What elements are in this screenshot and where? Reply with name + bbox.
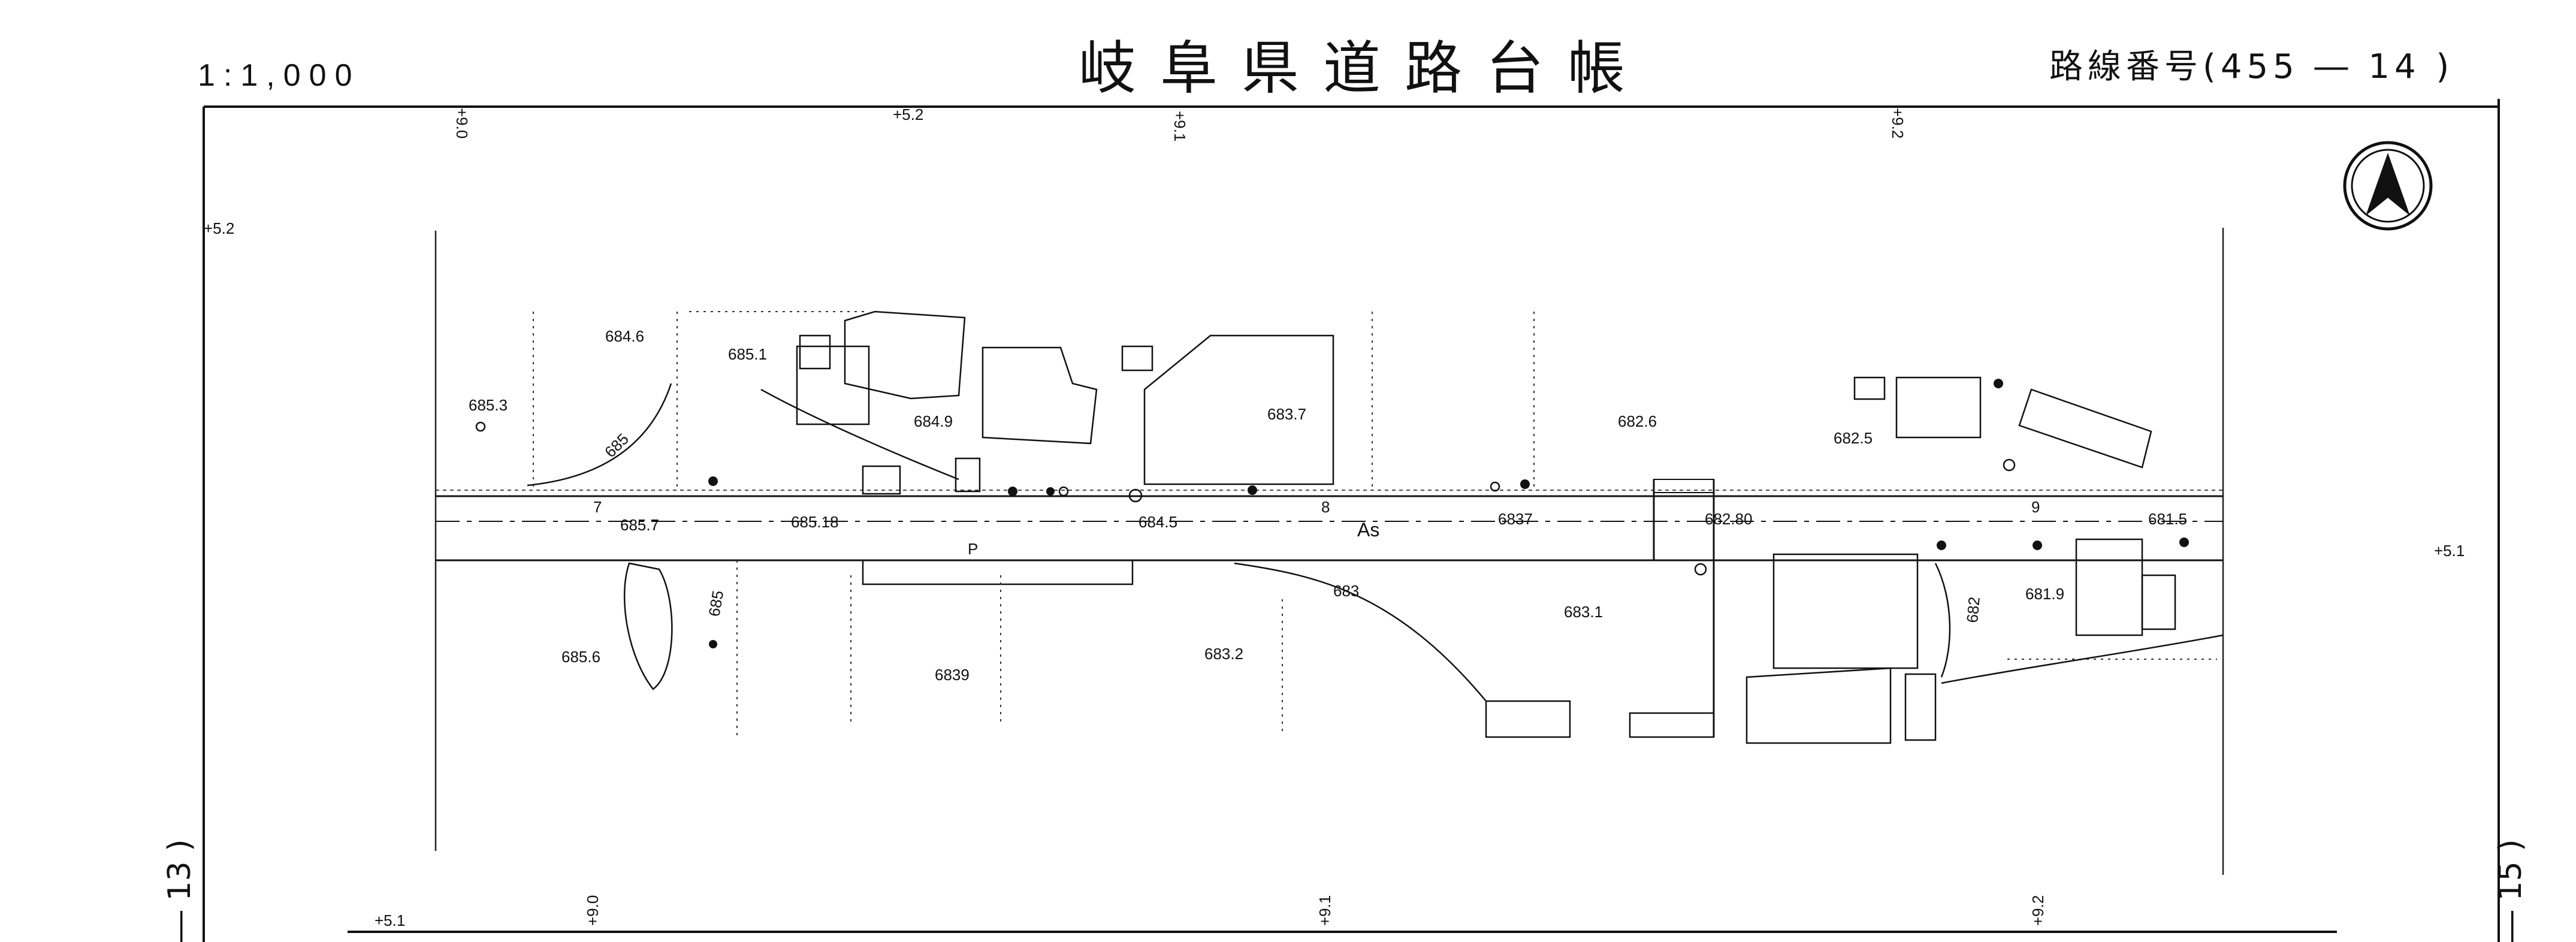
grid-label: +9.0 (584, 895, 602, 926)
elevation-label: 685.1 (728, 345, 767, 363)
elevation-label: 684.5 (1138, 513, 1177, 531)
road (436, 479, 2223, 737)
contour-label: 685 (601, 430, 632, 461)
elevation-label: 6839 (935, 666, 970, 684)
elevation-labels: 684.6 685.1 685.3 684.9 683.7 682.6 682.… (469, 327, 2187, 684)
elevation-label: 685.7 (620, 516, 659, 534)
elevation-label: 6837 (1498, 510, 1533, 528)
elevation-label: 685.18 (791, 513, 839, 531)
hydrant-points (475, 421, 2016, 576)
grid-label: +5.1 (375, 911, 405, 929)
route-number: 路線番号(455 ― 14 ) (2049, 47, 2454, 86)
chainage-label: 7 (593, 498, 602, 516)
parcel-lines (533, 311, 2217, 737)
elevation-label: 681.9 (2025, 585, 2064, 603)
grid-label: +5.1 (2434, 542, 2465, 560)
chainage-label: 9 (2031, 498, 2040, 516)
marker-p-label: P (968, 540, 978, 558)
grid-label: +5.2 (204, 219, 234, 237)
contour-lines (527, 383, 2224, 702)
buildings (796, 310, 2176, 744)
grid-label: +9.1 (1171, 111, 1189, 141)
road-annotations: As 7 8 9 P (593, 498, 2040, 558)
grid-label: +5.2 (893, 105, 923, 123)
map-scale: 1:1,000 (198, 58, 361, 93)
elevation-label: 684.9 (914, 412, 953, 430)
sheet-frame (203, 99, 2500, 942)
utility-points (708, 379, 2189, 648)
elevation-label: 685.3 (469, 396, 508, 414)
north-arrow-icon (2343, 141, 2433, 231)
elevation-label: 681.5 (2148, 510, 2187, 528)
grid-label: +9.2 (1889, 108, 1907, 138)
grid-label: +9.0 (453, 108, 471, 138)
elevation-label: 683.2 (1204, 645, 1243, 663)
contour-label: 683 (1333, 582, 1359, 600)
chainage-label: 8 (1321, 498, 1330, 516)
elevation-label: 682.80 (1705, 510, 1753, 528)
page-title: 岐阜県道路台帳 (1079, 35, 1649, 102)
map-extent (434, 228, 2224, 875)
elevation-label: 685.6 (561, 648, 600, 666)
contour-label: 682 (1963, 596, 1983, 624)
road-surface-label: As (1357, 519, 1379, 541)
contour-label: 685 (705, 589, 727, 618)
elevation-label: 683.1 (1564, 603, 1603, 621)
grid-labels: +9.0 +5.2 +9.1 +9.2 +5.2 +5.1 +5.1 +9.0 … (204, 105, 2465, 929)
elevation-label: 682.6 (1618, 412, 1657, 430)
grid-label: +9.1 (1316, 895, 1334, 926)
elevation-label: 684.6 (605, 327, 644, 345)
elevation-label: 683.7 (1267, 405, 1306, 423)
elevation-label: 682.5 (1834, 429, 1873, 447)
grid-label: +9.2 (2029, 895, 2047, 926)
